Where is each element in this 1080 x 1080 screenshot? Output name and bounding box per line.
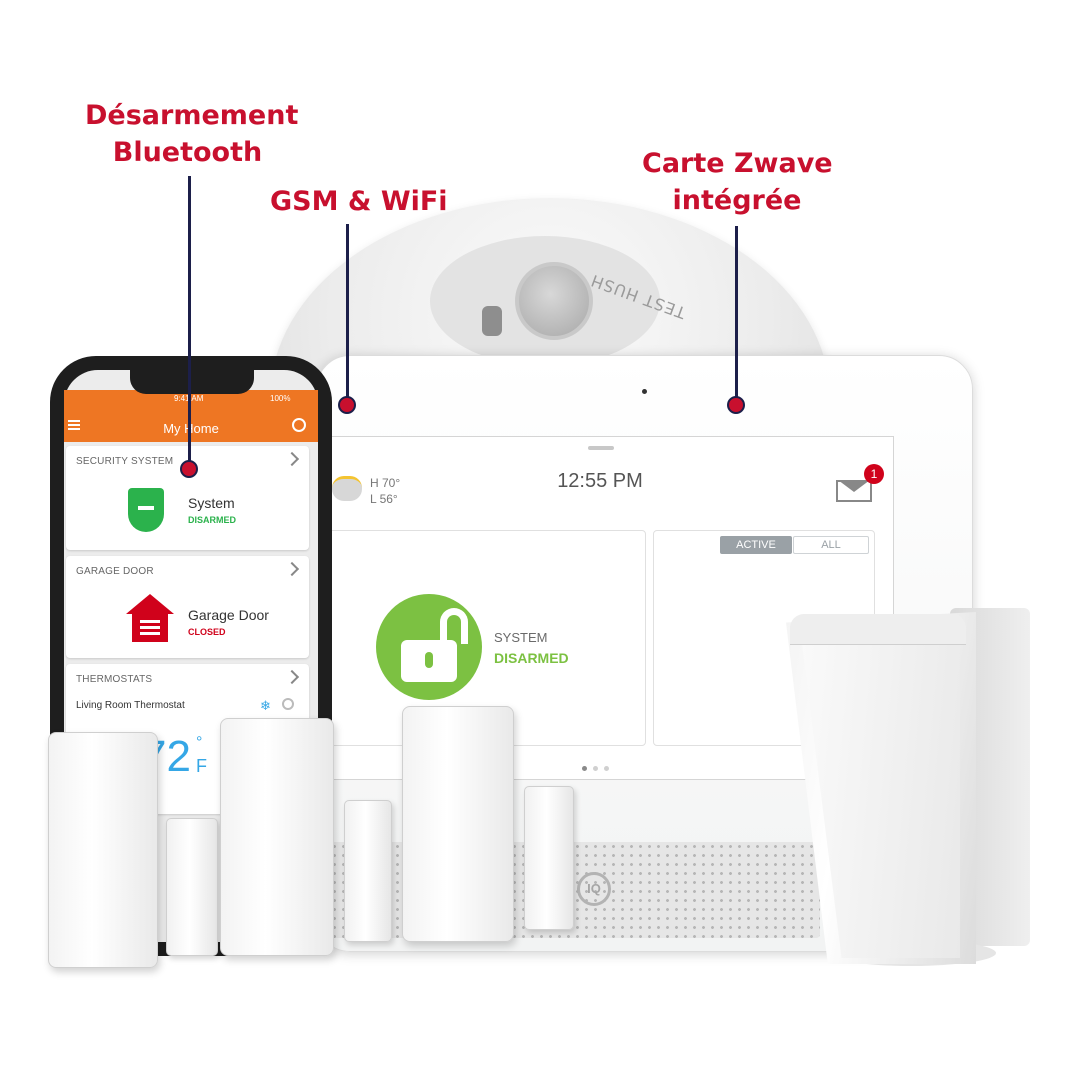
callout-gsm-wifi: GSM & WiFi — [270, 186, 448, 217]
chevron-right-icon — [284, 669, 300, 685]
thermostats-header: THERMOSTATS — [76, 674, 153, 685]
weather-high: H 70° — [370, 476, 401, 490]
garage-door-header: GARAGE DOOR — [76, 566, 154, 577]
page-indicator — [582, 758, 615, 776]
callout-zwave-line1: Carte Zwave — [642, 148, 833, 179]
door-sensor-1 — [48, 732, 158, 968]
snowflake-icon: ❄ — [260, 698, 271, 713]
thermostat-unit: F — [196, 756, 207, 776]
thermostat-degree: ° — [196, 734, 203, 751]
smoke-detector-led — [482, 306, 502, 336]
app-title: My Home — [163, 421, 219, 436]
chevron-right-icon — [284, 451, 300, 467]
garage-door-card[interactable]: GARAGE DOOR — [66, 556, 309, 658]
callout-bluetooth-dot — [180, 460, 198, 478]
callout-zwave: Carte Zwave intégrée — [642, 145, 833, 219]
unlock-icon-shackle — [440, 608, 468, 644]
security-system-header: SECURITY SYSTEM — [76, 456, 174, 467]
garage-door-state: CLOSED — [188, 627, 226, 637]
panel-clock: 12:55 PM — [557, 470, 643, 492]
motion-sensor-top — [790, 614, 966, 645]
door-sensor-3 — [402, 706, 514, 942]
unlock-icon-keyhole — [425, 652, 433, 668]
callout-gsm-line — [346, 224, 349, 398]
checklist-icon[interactable] — [292, 418, 306, 432]
callout-zwave-dot — [727, 396, 745, 414]
door-magnet-1 — [166, 818, 218, 956]
shield-icon — [128, 488, 164, 532]
callout-bluetooth-line2: Bluetooth — [112, 137, 263, 168]
panel-system-label: SYSTEM — [494, 630, 548, 645]
menu-icon[interactable] — [68, 420, 80, 422]
door-sensor-2 — [220, 718, 334, 956]
power-icon[interactable] — [282, 698, 294, 710]
garage-door-name: Garage Door — [188, 607, 269, 623]
callout-bluetooth-line1: Désarmement — [85, 100, 299, 131]
app-header — [64, 390, 318, 442]
door-magnet-3 — [524, 786, 574, 930]
shield-icon-bar — [138, 506, 154, 510]
callout-zwave-line — [735, 226, 738, 398]
battery-level: 100% — [270, 394, 291, 403]
phone-notch — [130, 368, 254, 394]
security-system-state: DISARMED — [188, 515, 237, 525]
partly-cloudy-icon — [332, 476, 362, 501]
panel-drawer-handle — [588, 446, 614, 450]
security-system-name: System — [188, 495, 235, 511]
tab-all[interactable]: ALL — [793, 536, 869, 554]
panel-camera — [642, 389, 647, 394]
thermostat-name: Living Room Thermostat — [76, 700, 185, 711]
mail-badge: 1 — [864, 464, 884, 484]
chevron-right-icon — [284, 561, 300, 577]
weather-low: L 56° — [370, 492, 398, 506]
door-magnet-2 — [344, 800, 392, 942]
garage-icon-door — [140, 620, 160, 638]
panel-system-state: DISARMED — [494, 650, 569, 666]
iq-logo: IQ — [577, 872, 611, 906]
mail-icon-flap — [838, 480, 870, 492]
smoke-detector-test-button — [515, 262, 593, 340]
callout-zwave-line2: intégrée — [672, 185, 802, 216]
callout-gsm-dot — [338, 396, 356, 414]
callout-bluetooth: Désarmement Bluetooth — [85, 97, 299, 171]
garage-icon-roof — [126, 594, 174, 614]
callout-bluetooth-line — [188, 176, 191, 464]
tab-active[interactable]: ACTIVE — [720, 536, 792, 554]
